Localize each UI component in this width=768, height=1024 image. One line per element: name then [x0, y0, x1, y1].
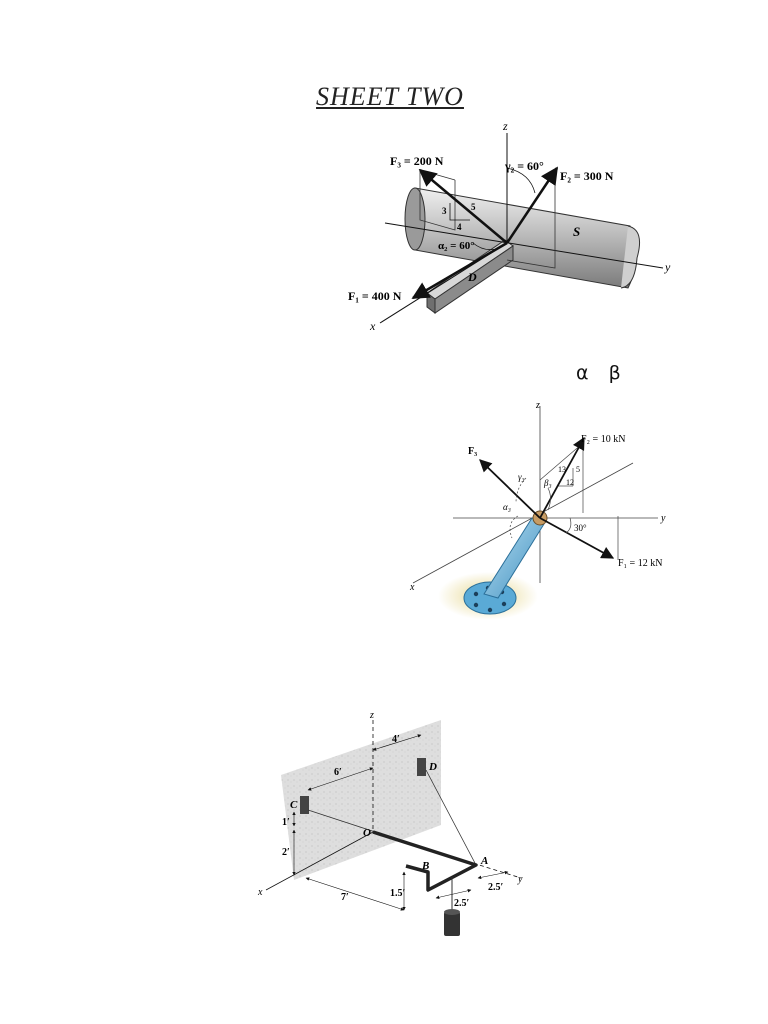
slope-rise: 3 [442, 206, 447, 216]
dim-2-5ft-b-label: 2.5′ [454, 898, 470, 909]
figure-post-forces: z y x F₂ = 10 kN F₃ F₁ = 12 kN γ₃ β₃ α₃ … [409, 400, 666, 620]
greek-symbols: α β [576, 362, 635, 384]
point-d-label: D [428, 761, 437, 773]
axis-y-label: y [664, 260, 671, 274]
slope-run: 12 [566, 478, 574, 487]
axis-x-label: x [409, 582, 415, 593]
wall [281, 720, 441, 880]
dim-1ft-label: 1′ [282, 817, 290, 828]
angle-alpha3-label: α₃ [503, 502, 511, 512]
point-b-label: B [421, 860, 429, 872]
angle-alpha2-label: α₂ = 60° [438, 240, 475, 252]
force-f1-arrow [411, 241, 508, 300]
sheet-title: SHEET TWO [316, 82, 464, 111]
axis-z-label: z [535, 400, 540, 411]
bracket-c [300, 796, 309, 814]
axis-y-label: y [660, 513, 666, 524]
axis-y-label: y [517, 874, 523, 885]
axis-z-label: z [369, 710, 374, 721]
figure-pipe-forces: z y x 3 5 4 F₃ = 200 N F₂ = 300 N F₁ = 4… [348, 119, 671, 333]
beta-symbol: β [608, 362, 621, 384]
slope-rise: 5 [576, 465, 580, 474]
alpha-symbol: α [576, 362, 589, 384]
dim-6ft-label: 6′ [334, 767, 342, 778]
force-f3-label: F₃ = 200 N [390, 154, 444, 168]
slope-hyp: 13 [558, 465, 566, 474]
dim-2-5ft-a-label: 2.5′ [488, 882, 504, 893]
force-f2-arrow [539, 436, 585, 519]
x-axis [412, 462, 634, 584]
weight [444, 912, 460, 936]
dim-2ft-label: 2′ [282, 847, 290, 858]
angle-beta3-label: β₃ [543, 478, 552, 488]
block-d-side [434, 245, 514, 314]
pipe-body [414, 187, 638, 289]
force-f2-label: F₂ = 10 kN [581, 434, 625, 445]
axis-z-label: z [502, 119, 508, 133]
pipe-end-left [404, 187, 426, 251]
force-f2-label: F₂ = 300 N [560, 169, 614, 183]
dim-1-5ft-label: 1.5′ [390, 888, 406, 899]
slope-run: 4 [457, 222, 462, 232]
dim-7ft-label: 7′ [341, 892, 349, 903]
block-label-d: D [467, 270, 477, 284]
point-c-label: C [290, 799, 298, 811]
dim-4ft-label: 4′ [392, 734, 400, 745]
axis-x-label: x [257, 887, 263, 898]
angle-gamma3-label: γ₃ [518, 472, 525, 482]
bent-rod [372, 830, 478, 892]
force-f3-arrow [479, 459, 541, 519]
axis-x-label: x [369, 319, 376, 333]
force-f3-label: F₃ [468, 446, 477, 457]
force-f1-label: F₁ = 12 kN [618, 558, 662, 569]
angle-30-label: 30° [574, 523, 587, 533]
shaft-label-s: S [573, 224, 580, 239]
slope-hyp: 5 [471, 202, 476, 212]
force-f1-arrow [539, 517, 615, 559]
figure-bent-rod: z x y C D O A B 6′ 4′ 1′ 2′ 7′ 1.5′ 2.5′… [257, 710, 523, 936]
angle-gamma2-label: γ₂ = 60° [504, 159, 544, 173]
force-f2-arrow [505, 166, 559, 244]
force-f1-label: F₁ = 400 N [348, 289, 402, 303]
bracket-d [417, 758, 426, 776]
x-axis [265, 831, 374, 891]
cable-da [425, 769, 477, 866]
force-f3-arrow [418, 168, 508, 244]
point-o-label: O [363, 827, 371, 839]
y-axis [384, 222, 664, 269]
point-a-label: A [480, 855, 488, 867]
